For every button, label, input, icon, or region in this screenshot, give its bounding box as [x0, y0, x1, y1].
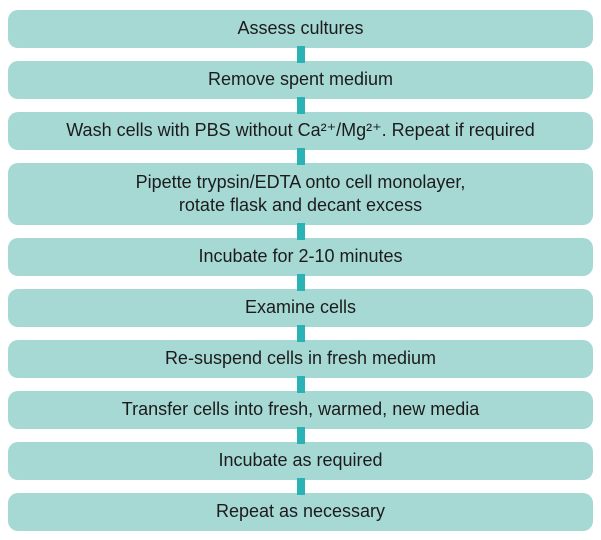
step-label: Re-suspend cells in fresh medium: [164, 348, 437, 369]
step-gap: [8, 325, 593, 342]
step-transfer-cells: Transfer cells into fresh, warmed, new m…: [8, 391, 593, 429]
step-label: Incubate for 2-10 minutes: [198, 246, 403, 267]
flow-connector: [296, 97, 305, 114]
step-label: Pipette trypsin/EDTA onto cell monolayer…: [135, 171, 466, 215]
step-incubate-minutes: Incubate for 2-10 minutes: [8, 238, 593, 276]
step-examine-cells: Examine cells: [8, 289, 593, 327]
step-gap: [8, 427, 593, 444]
step-gap: [8, 478, 593, 495]
flow-connector: [296, 376, 305, 393]
step-gap: [8, 274, 593, 291]
flow-connector: [296, 223, 305, 240]
step-gap: [8, 97, 593, 114]
step-pipette-trypsin: Pipette trypsin/EDTA onto cell monolayer…: [8, 163, 593, 225]
step-label: Incubate as required: [218, 450, 383, 471]
step-gap: [8, 376, 593, 393]
step-label: Assess cultures: [237, 18, 364, 39]
step-label: Examine cells: [244, 297, 357, 318]
step-wash-cells: Wash cells with PBS without Ca²⁺/Mg²⁺. R…: [8, 112, 593, 150]
step-gap: [8, 223, 593, 240]
step-remove-spent-medium: Remove spent medium: [8, 61, 593, 99]
flow-connector: [296, 325, 305, 342]
step-label: Wash cells with PBS without Ca²⁺/Mg²⁺. R…: [66, 120, 535, 141]
step-label: Transfer cells into fresh, warmed, new m…: [121, 399, 480, 420]
flow-connector: [296, 427, 305, 444]
step-gap: [8, 148, 593, 165]
flow-connector: [296, 148, 305, 165]
step-repeat-necessary: Repeat as necessary: [8, 493, 593, 531]
step-label: Remove spent medium: [207, 69, 394, 90]
step-incubate-required: Incubate as required: [8, 442, 593, 480]
step-resuspend-cells: Re-suspend cells in fresh medium: [8, 340, 593, 378]
flow-connector: [296, 46, 305, 63]
flow-connector: [296, 478, 305, 495]
step-gap: [8, 46, 593, 63]
step-label: Repeat as necessary: [215, 501, 386, 522]
step-assess-cultures: Assess cultures: [8, 10, 593, 48]
flow-connector: [296, 274, 305, 291]
